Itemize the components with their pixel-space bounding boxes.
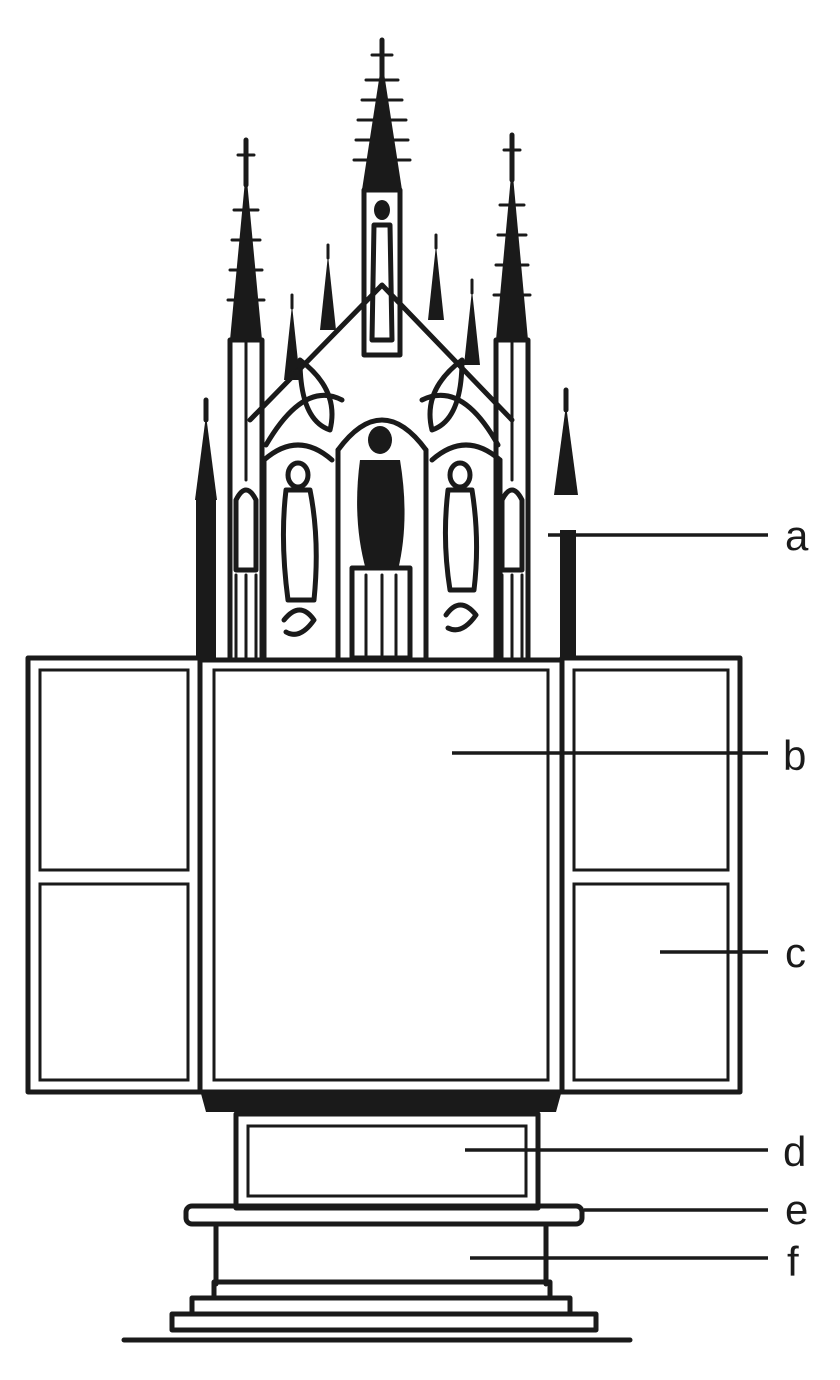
label-f: f — [787, 1238, 799, 1285]
shrine-figures — [233, 426, 525, 661]
small-pinnacles — [284, 233, 480, 380]
superstructure-a — [195, 37, 578, 663]
label-e: e — [785, 1186, 808, 1233]
label-a: a — [785, 512, 809, 559]
label-d: d — [783, 1128, 806, 1175]
outer-pinnacles — [195, 387, 578, 658]
central-shrine-b — [197, 657, 565, 1112]
stipes-f — [121, 1221, 633, 1343]
left-wing — [25, 655, 203, 1095]
label-b: b — [783, 732, 806, 779]
right-wing-c — [559, 655, 743, 1095]
central-spire — [352, 37, 412, 358]
leader-lines — [452, 533, 768, 1260]
predella-d — [233, 1111, 541, 1211]
part-labels: a b c d e f — [783, 512, 809, 1285]
mensa-e — [183, 1203, 585, 1227]
label-c: c — [785, 929, 806, 976]
